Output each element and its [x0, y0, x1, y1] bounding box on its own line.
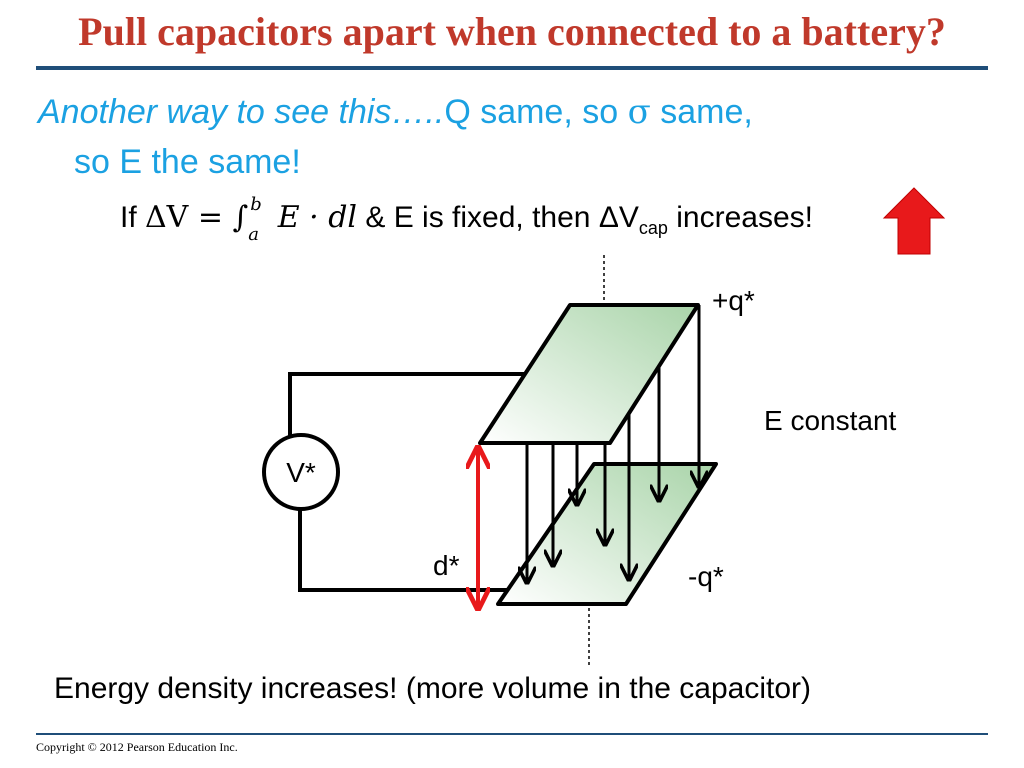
e-constant-label: E constant	[764, 405, 897, 436]
subtitle-line-1: Another way to see this…..Q same, so σ s…	[38, 92, 753, 132]
footer-divider	[36, 733, 988, 735]
subtitle-line-2: so E the same!	[74, 143, 301, 181]
energy-density-caption: Energy density increases! (more volume i…	[54, 672, 812, 705]
negative-charge-label: -q*	[688, 561, 724, 592]
positive-charge-label: +q*	[712, 285, 755, 316]
formula-delta-v: ΔV = ∫	[145, 200, 249, 235]
circuit-wire-top	[288, 372, 528, 437]
voltage-label: V*	[286, 457, 316, 488]
formula-subscript: cap	[638, 218, 668, 238]
top-plate	[478, 303, 700, 445]
integral-upper: b	[250, 194, 262, 215]
subtitle-text-a: Q same, so	[444, 93, 628, 131]
subtitle-italic: Another way to see this…..	[38, 93, 445, 131]
slide-title: Pull capacitors apart when connected to …	[78, 9, 946, 54]
voltage-source	[262, 433, 340, 511]
formula-integrand: E · dl	[268, 200, 358, 235]
bottom-plate	[496, 462, 718, 606]
integral-lower: a	[248, 224, 259, 245]
formula-middle: & E is fixed, then ΔV	[357, 201, 639, 234]
title-divider	[36, 66, 988, 70]
up-arrow-icon	[882, 187, 946, 255]
circuit-wire-bottom	[298, 508, 526, 592]
distance-label: d*	[433, 550, 460, 581]
copyright-notice: Copyright © 2012 Pearson Education Inc.	[36, 740, 238, 754]
formula-suffix: increases!	[667, 201, 813, 234]
subtitle-text-b: same,	[650, 93, 753, 131]
formula-prefix: If	[120, 201, 146, 234]
sigma-symbol: σ	[627, 92, 651, 132]
